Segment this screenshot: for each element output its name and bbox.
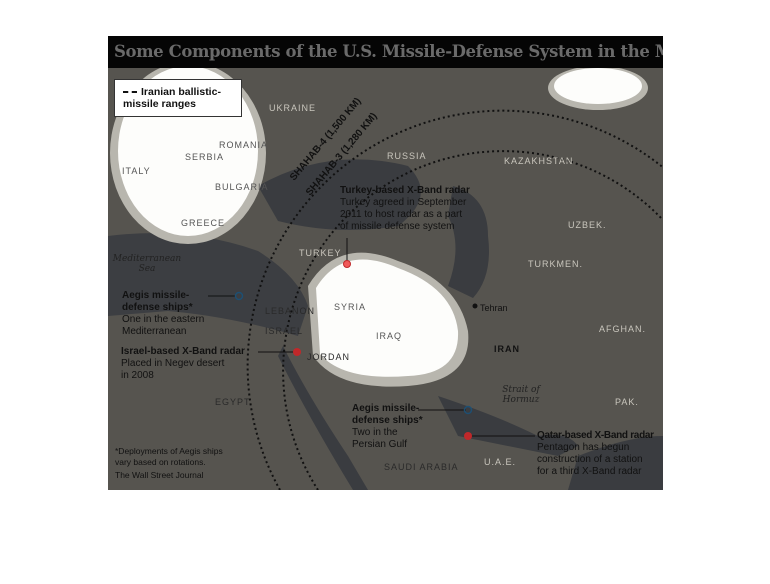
annotation-title: Qatar-based X-Band radar (537, 430, 654, 441)
coverage-zone-caucasus (554, 68, 642, 104)
sea-gulf (438, 396, 578, 456)
sea-mediterranean (108, 233, 308, 336)
annotation-text: in 2008 (121, 370, 154, 381)
turkey-radar-marker[interactable] (343, 260, 351, 268)
qatar-radar-marker[interactable] (464, 432, 472, 440)
annotation-text: Persian Gulf (352, 439, 408, 450)
label-saudi-arabia: SAUDI ARABIA (384, 462, 459, 472)
label-afghan: AFGHAN. (599, 324, 647, 334)
label-italy: ITALY (122, 166, 151, 176)
annotation-title: Turkey-based X-Band radar (340, 185, 470, 196)
sea-caspian (448, 186, 489, 298)
sea-name: Mediterranean (112, 254, 182, 264)
label-tehran: Tehran (480, 303, 508, 313)
sea-name-2: Sea (138, 264, 156, 274)
label-kazakhstan: KAZAKHSTAN (504, 156, 574, 166)
label-egypt: EGYPT (215, 397, 251, 407)
footnote-text-2: vary based on rotations. (115, 457, 206, 467)
shahab-3-range-arc (282, 150, 663, 490)
coverage-zone-middle-east (316, 259, 459, 377)
aegis-med-ship-marker[interactable] (234, 291, 244, 301)
aegis-gulf-ship-marker[interactable] (463, 405, 473, 415)
tehran-marker (472, 303, 478, 309)
label-iran: IRAN (494, 344, 520, 354)
annotation-text: Pentagon has begun (537, 442, 630, 453)
label-ukraine: UKRAINE (269, 103, 317, 113)
shahab-4-range-arc (246, 109, 663, 490)
annotation-text: One in the eastern (122, 314, 205, 325)
annotation-text: Two in the (352, 427, 398, 438)
missile-defense-map: Some Components of the U.S. Missile-Defe… (108, 36, 663, 490)
legend-label-2: missile ranges (123, 98, 196, 110)
sea-arabian (568, 436, 663, 490)
sea-black (258, 159, 421, 230)
annotation-aegis-med: Aegis missile-defense ships*One in the e… (122, 290, 204, 338)
legend: Iranian ballistic-missile ranges (114, 79, 242, 117)
label-romania: ROMANIA (219, 140, 269, 150)
strait-name-2: Hormuz (502, 395, 540, 405)
annotation-text: for a third X-Band radar (537, 466, 642, 477)
annotation-text: Mediterranean (122, 326, 187, 337)
label-syria: SYRIA (334, 302, 367, 312)
map-title: Some Components of the U.S. Missile-Defe… (108, 36, 663, 68)
israel-radar-marker[interactable] (293, 348, 301, 356)
sea-red (278, 346, 368, 490)
annotation-title: Aegis missile- (122, 290, 190, 301)
label-lebanon: LEBANON (265, 306, 316, 316)
label-russia: RUSSIA (387, 151, 427, 161)
label-pak: PAK. (615, 397, 639, 407)
label-serbia: SERBIA (185, 152, 225, 162)
annotation-text: 2011 to host radar as a part (340, 209, 463, 220)
label-iraq: IRAQ (376, 331, 403, 341)
annotation-title-2: defense ships* (352, 415, 423, 426)
annotation-text: Placed in Negev desert (121, 358, 225, 369)
label-israel: ISRAEL (265, 326, 304, 336)
label-bulgaria: BULGARIA (215, 182, 269, 192)
annotation-text: construction of a station (537, 454, 643, 465)
annotation-title-2: defense ships* (122, 302, 193, 313)
label-uzbek: UZBEK. (568, 220, 607, 230)
annotation-title: Aegis missile- (352, 403, 420, 414)
legend-label: Iranian ballistic- (141, 86, 221, 98)
annotation-text: Turkey agreed in September (340, 197, 467, 208)
footnote-text: *Deployments of Aegis ships (115, 446, 223, 456)
annotation-text: of missile defense system (340, 221, 455, 232)
label-turkmen: TURKMEN. (528, 259, 583, 269)
label-uae: U.A.E. (484, 457, 517, 467)
annotation-title: Israel-based X-Band radar (121, 346, 245, 357)
strait-name: Strait of (502, 385, 540, 395)
dashed-line-icon (123, 91, 137, 94)
label-jordan: JORDAN (307, 352, 351, 362)
label-turkey: TURKEY (299, 248, 342, 258)
source-credit: The Wall Street Journal (115, 470, 204, 480)
label-greece: GREECE (181, 218, 226, 228)
